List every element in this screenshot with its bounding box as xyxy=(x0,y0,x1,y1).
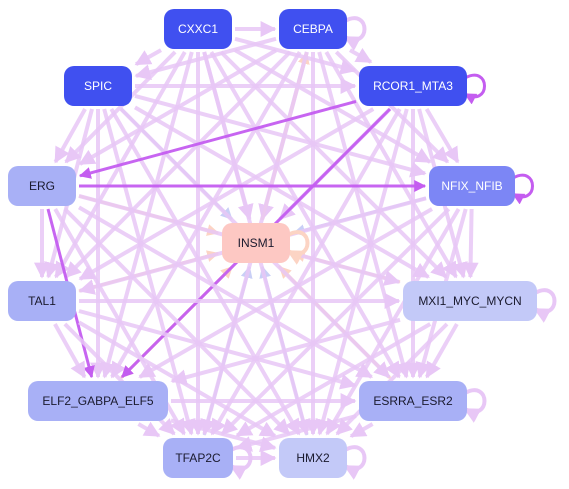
node-label: ERG xyxy=(29,179,55,193)
edge-cxxc1-to-spic xyxy=(134,48,162,67)
node-box xyxy=(28,381,168,421)
edge-cebpa-to-elf2_gabpa_elf5 xyxy=(110,50,302,379)
self-loop-hmx2 xyxy=(343,445,367,480)
self-loop-mxi1_myc_mycn xyxy=(533,288,557,323)
node-box xyxy=(359,381,467,421)
edge-spic-to-erg xyxy=(53,108,87,164)
edge-mxi1_myc_mycn-to-elf2_gabpa_elf5 xyxy=(170,317,401,386)
node-nfix-nfib[interactable]: NFIX_NFIB xyxy=(429,166,515,206)
node-box xyxy=(8,166,76,206)
edge-mxi1_myc_mycn-to-tfap2c xyxy=(235,322,432,438)
node-box xyxy=(429,166,515,206)
node-insm1[interactable]: INSM1 xyxy=(222,223,290,263)
edge-erg-to-esrra_esr2 xyxy=(77,205,373,379)
edge-tal1-to-elf2_gabpa_elf5 xyxy=(53,323,87,379)
node-mxi1-myc-mycn[interactable]: MXI1_MYC_MYCN xyxy=(403,281,537,321)
node-box xyxy=(279,9,347,49)
self-loop-esrra_esr2 xyxy=(463,388,487,423)
node-box xyxy=(359,66,467,106)
edge-rcor1_mta3-to-erg xyxy=(78,99,357,179)
node-box xyxy=(8,281,76,321)
node-label: ESRRA_ESR2 xyxy=(373,394,453,408)
node-box xyxy=(279,438,347,478)
edge-cebpa-to-spic xyxy=(134,36,277,80)
node-label: CXXC1 xyxy=(178,22,218,36)
edge-nfix_nfib-to-mxi1_myc_mycn xyxy=(462,208,479,279)
node-spic[interactable]: SPIC xyxy=(64,66,132,106)
self-loop-tfap2c xyxy=(229,445,253,480)
edge-rcor1_mta3-to-tal1 xyxy=(78,107,375,281)
node-elf2-gabpa-elf5[interactable]: ELF2_GABPA_ELF5 xyxy=(28,381,168,421)
self-loop-rcor1_mta3 xyxy=(463,73,486,105)
node-box xyxy=(222,223,290,263)
edge-spic-to-nfix_nfib xyxy=(134,93,427,178)
edge-erg-to-hmx2 xyxy=(63,207,291,436)
edge-cebpa-to-rcor1_mta3 xyxy=(349,47,373,64)
node-label: SPIC xyxy=(84,79,112,93)
edge-layer xyxy=(34,21,479,466)
edge-elf2_gabpa_elf5-to-tfap2c xyxy=(137,421,161,438)
edge-spic-to-hmx2 xyxy=(109,107,301,436)
node-rcor1-mta3[interactable]: RCOR1_MTA3 xyxy=(359,66,467,106)
node-box xyxy=(164,9,232,49)
node-tal1[interactable]: TAL1 xyxy=(8,281,76,321)
edge-rcor1_mta3-to-nfix_nfib xyxy=(424,107,460,164)
edge-esrra_esr2-to-hmx2 xyxy=(349,422,374,439)
edge-esrra_esr2-to-tfap2c xyxy=(235,414,357,452)
node-label: RCOR1_MTA3 xyxy=(373,79,453,93)
edge-spic-to-mxi1_myc_mycn xyxy=(133,105,430,279)
node-cxxc1[interactable]: CXXC1 xyxy=(164,9,232,49)
node-label: CEBPA xyxy=(293,22,333,36)
self-loop-nfix_nfib xyxy=(511,173,534,205)
node-label: TAL1 xyxy=(28,294,56,308)
node-label: MXI1_MYC_MYCN xyxy=(418,294,521,308)
self-loop-cebpa xyxy=(343,16,367,51)
node-label: ELF2_GABPA_ELF5 xyxy=(42,394,153,408)
node-label: HMX2 xyxy=(296,451,330,465)
node-box xyxy=(64,66,132,106)
edge-rcor1_mta3-to-tfap2c xyxy=(210,107,402,436)
node-cebpa[interactable]: CEBPA xyxy=(279,9,347,49)
self-loop-layer xyxy=(229,16,557,480)
node-erg[interactable]: ERG xyxy=(8,166,76,206)
edge-nfix_nfib-to-tfap2c xyxy=(220,207,451,436)
node-box xyxy=(163,438,233,478)
edge-tal1-to-esrra_esr2 xyxy=(78,309,357,390)
node-esrra-esr2[interactable]: ESRRA_ESR2 xyxy=(359,381,467,421)
node-hmx2[interactable]: HMX2 xyxy=(279,438,347,478)
node-label: INSM1 xyxy=(238,236,275,250)
node-label: NFIX_NFIB xyxy=(441,179,502,193)
edge-mxi1_myc_mycn-to-esrra_esr2 xyxy=(424,323,459,379)
node-label: TFAP2C xyxy=(175,451,221,465)
self-loop-insm1 xyxy=(286,230,310,265)
node-tfap2c[interactable]: TFAP2C xyxy=(163,438,233,478)
node-box xyxy=(403,281,537,321)
edge-nfix_nfib-to-elf2_gabpa_elf5 xyxy=(138,207,433,379)
edge-cxxc1-to-esrra_esr2 xyxy=(209,50,401,379)
